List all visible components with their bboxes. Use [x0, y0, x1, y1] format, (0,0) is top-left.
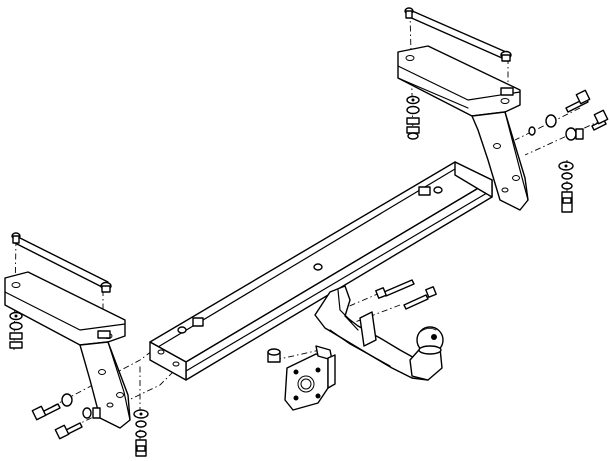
cross-beam — [149, 161, 493, 381]
washer-nut-stack-right-bottom — [558, 161, 574, 213]
nut-beam-left — [177, 317, 204, 334]
bolt-right-2 — [591, 109, 609, 131]
left-side-bracket — [4, 271, 131, 429]
nut-right-upper-rod — [500, 87, 514, 96]
tow-ball-bolt-lower — [403, 286, 437, 310]
tow-ball-neck — [314, 285, 431, 381]
right-tie-rod — [404, 7, 512, 62]
washer-nut-stack-left-top — [9, 311, 23, 349]
nut-beam-right — [418, 186, 443, 196]
nut-beam-middle — [313, 263, 323, 271]
tow-ball-bolt-upper — [375, 279, 415, 299]
left-tie-rod — [11, 232, 112, 293]
washer-nut-stack-right-top — [406, 95, 420, 140]
bolt-left-2 — [54, 422, 83, 440]
fasteners — [9, 87, 609, 457]
bolt-left-1 — [31, 403, 61, 421]
socket-plate-nut — [267, 348, 281, 363]
nut-left-upper-rod — [97, 330, 111, 339]
right-side-bracket — [397, 45, 529, 211]
bolt-right-1 — [565, 89, 591, 113]
washers-left — [61, 393, 101, 419]
socket-mounting-plate — [284, 345, 336, 411]
tow-ball — [409, 326, 444, 381]
washers-right — [528, 114, 584, 141]
washer-nut-stack-left-bottom — [133, 409, 149, 457]
